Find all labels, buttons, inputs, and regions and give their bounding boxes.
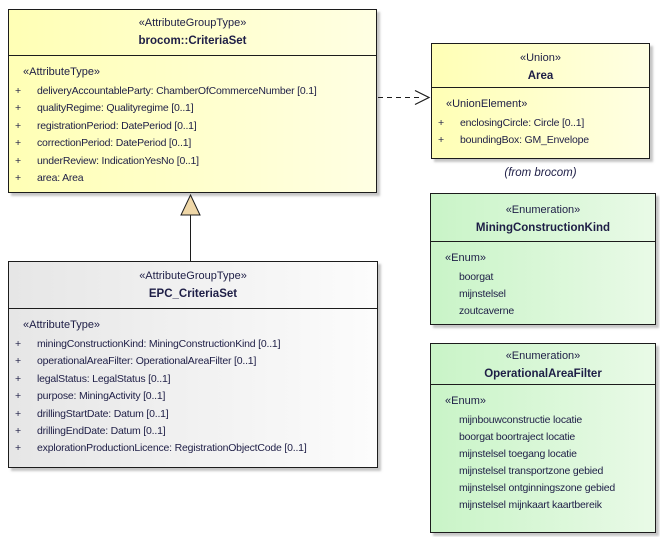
visibility-marker: + [15, 172, 21, 185]
attribute-text: registrationPeriod: DatePeriod [0..1] [37, 119, 197, 132]
visibility-marker: + [15, 425, 21, 438]
class-name: EPC_CriteriaSet [148, 288, 238, 300]
attribute-row: + legalStatus: LegalStatus [0..1] [9, 371, 377, 388]
enum-literal: boorgat boortraject locatie [459, 431, 576, 443]
attribute-text: purpose: MiningActivity [0..1] [37, 390, 166, 403]
visibility-marker: + [15, 154, 21, 167]
attribute-text: area: Area [37, 172, 84, 185]
attribute-row: + boundingBox: GM_Envelope [432, 132, 649, 149]
attributes-section: «AttributeType» + miningConstructionKind… [9, 309, 377, 458]
attributes-section: «AttributeType» + deliveryAccountablePar… [9, 56, 376, 187]
enum-literal: zoutcaverne [459, 305, 515, 317]
attribute-text: enclosingCircle: Circle [0..1] [460, 117, 585, 129]
origin-note: (from brocom) [504, 167, 577, 179]
section-stereotype: «AttributeType» [23, 66, 101, 78]
attribute-text: drillingStartDate: Datum [0..1] [37, 407, 169, 420]
attribute-row: + deliveryAccountableParty: ChamberOfCom… [9, 83, 376, 100]
class-stereotype: «AttributeGroupType» [139, 270, 247, 282]
node-epc-criteriaset: «AttributeGroupType» EPC_CriteriaSet «At… [8, 261, 378, 468]
section-stereotype: «Enum» [445, 252, 486, 264]
visibility-marker: + [15, 390, 21, 403]
enum-section: «Enum» mijnbouwconstructie locatie boorg… [431, 385, 655, 514]
enum-literal: mijnstelsel toegang locatie [459, 448, 577, 460]
node-area: «Union» Area «UnionElement» + enclosingC… [431, 43, 650, 159]
visibility-marker: + [438, 117, 444, 129]
attributes-section: «UnionElement» + enclosingCircle: Circle… [432, 88, 649, 150]
attribute-row: + miningConstructionKind: MiningConstruc… [9, 336, 377, 353]
class-name: brocom::CriteriaSet [138, 35, 247, 47]
dependency-arrowhead-icon [414, 89, 431, 106]
attribute-row: + area: Area [9, 170, 376, 187]
attribute-text: deliveryAccountableParty: ChamberOfComme… [37, 85, 317, 97]
attribute-row: + enclosingCircle: Circle [0..1] [432, 115, 649, 132]
attribute-row: + drillingStartDate: Datum [0..1] [9, 406, 377, 423]
generalization-arrowhead-icon [180, 193, 201, 216]
attribute-text: explorationProductionLicence: Registrati… [37, 442, 307, 455]
attribute-row: + purpose: MiningActivity [0..1] [9, 388, 377, 405]
enum-literal: mijnstelsel transportzone gebied [459, 465, 604, 477]
visibility-marker: + [438, 134, 444, 147]
class-stereotype: «AttributeGroupType» [138, 17, 247, 29]
attribute-row: + underReview: IndicationYesNo [0..1] [9, 153, 376, 170]
class-header: «AttributeGroupType» EPC_CriteriaSet [9, 262, 377, 309]
attribute-text: legalStatus: LegalStatus [0..1] [37, 372, 171, 385]
class-header: «Union» Area [432, 44, 649, 88]
enum-section: «Enum» boorgat mijnstelsel zoutcaverne [431, 242, 655, 320]
section-stereotype: «UnionElement» [446, 98, 528, 110]
node-operationalareafilter: «Enumeration» OperationalAreaFilter «Enu… [430, 343, 656, 533]
attribute-text: qualityRegime: Qualityregime [0..1] [37, 102, 194, 115]
section-stereotype: «Enum» [445, 395, 486, 407]
attribute-row: + qualityRegime: Qualityregime [0..1] [9, 100, 376, 117]
class-header: «Enumeration» OperationalAreaFilter [431, 344, 655, 385]
attribute-text: correctionPeriod: DatePeriod [0..1] [37, 137, 192, 150]
dependency-arrow [378, 89, 431, 106]
class-stereotype: «Union» [520, 52, 561, 64]
visibility-marker: + [15, 137, 21, 150]
attribute-text: miningConstructionKind: MiningConstructi… [37, 338, 281, 350]
enum-literal: mijnbouwconstructie locatie [459, 414, 582, 426]
class-header: «AttributeGroupType» brocom::CriteriaSet [9, 10, 376, 56]
node-miningconstructionkind: «Enumeration» MiningConstructionKind «En… [430, 193, 656, 325]
class-stereotype: «Enumeration» [505, 204, 581, 216]
visibility-marker: + [15, 85, 21, 97]
class-stereotype: «Enumeration» [505, 350, 581, 362]
generalization-arrow [180, 193, 201, 261]
attribute-row: + correctionPeriod: DatePeriod [0..1] [9, 135, 376, 152]
attribute-row: + drillingEndDate: Datum [0..1] [9, 423, 377, 440]
visibility-marker: + [15, 372, 21, 385]
class-name: MiningConstructionKind [475, 222, 611, 234]
enum-literal: mijnstelsel mijnkaart kaartbereik [459, 499, 602, 511]
node-brocom-criteriaset: «AttributeGroupType» brocom::CriteriaSet… [8, 9, 377, 193]
visibility-marker: + [15, 338, 21, 350]
enum-literal: mijnstelsel ontginningszone gebied [459, 482, 616, 494]
attribute-text: boundingBox: GM_Envelope [460, 134, 589, 147]
attribute-text: underReview: IndicationYesNo [0..1] [37, 154, 199, 167]
visibility-marker: + [15, 355, 21, 368]
attribute-text: operationalAreaFilter: OperationalAreaFi… [37, 355, 257, 368]
class-name: Area [527, 70, 554, 82]
attribute-row: + operationalAreaFilter: OperationalArea… [9, 353, 377, 370]
attribute-row: + explorationProductionLicence: Registra… [9, 440, 377, 457]
attribute-row: + registrationPeriod: DatePeriod [0..1] [9, 118, 376, 135]
class-header: «Enumeration» MiningConstructionKind [431, 194, 655, 242]
enum-literal: boorgat [459, 271, 494, 283]
class-name: OperationalAreaFilter [484, 368, 602, 380]
visibility-marker: + [15, 442, 21, 455]
section-stereotype: «AttributeType» [23, 319, 101, 331]
attribute-text: drillingEndDate: Datum [0..1] [37, 425, 166, 438]
enum-literal: mijnstelsel [459, 288, 506, 300]
visibility-marker: + [15, 119, 21, 132]
visibility-marker: + [15, 102, 21, 115]
visibility-marker: + [15, 407, 21, 420]
